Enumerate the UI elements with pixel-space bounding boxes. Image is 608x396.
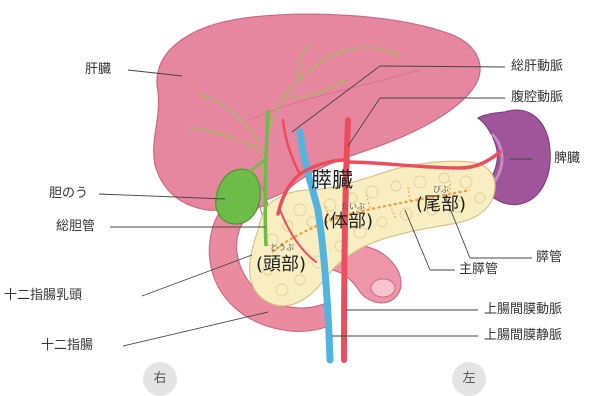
label-superior-mesenteric-vein: 上腸間膜静脈: [484, 328, 562, 344]
label-liver: 肝臓: [85, 62, 111, 78]
pancreas-head-ruby: とうぶ: [270, 244, 294, 252]
orientation-right-marker: 右: [143, 362, 177, 396]
label-main-pancreatic-duct: 主膵管: [459, 262, 498, 278]
pancreas-body-label: (体部): [323, 213, 373, 231]
label-gallbladder: 胆のう: [49, 186, 88, 202]
pancreas-tail-label: (尾部): [416, 196, 466, 214]
label-common-hepatic-artery: 総肝動脈: [511, 59, 563, 75]
label-pancreatic-duct: 膵管: [536, 250, 562, 266]
pancreas-tail-ruby: びぶ: [433, 186, 449, 194]
label-superior-mesenteric-artery: 上腸間膜動脈: [484, 302, 562, 318]
label-common-bile-duct: 総胆管: [56, 219, 95, 235]
pancreas-body-ruby: たいぶ: [341, 203, 365, 211]
label-celiac-artery: 腹腔動脈: [511, 90, 563, 106]
label-duodenal-papilla: 十二指腸乳頭: [4, 288, 82, 304]
orientation-left-marker: 左: [452, 362, 486, 396]
pancreas-head-label: (頭部): [256, 256, 306, 274]
jejunum-lumen: [371, 279, 395, 297]
label-duodenum: 十二指腸: [41, 338, 93, 354]
pancreas-title: 膵臓: [311, 170, 353, 191]
label-spleen: 脾臓: [554, 151, 580, 167]
